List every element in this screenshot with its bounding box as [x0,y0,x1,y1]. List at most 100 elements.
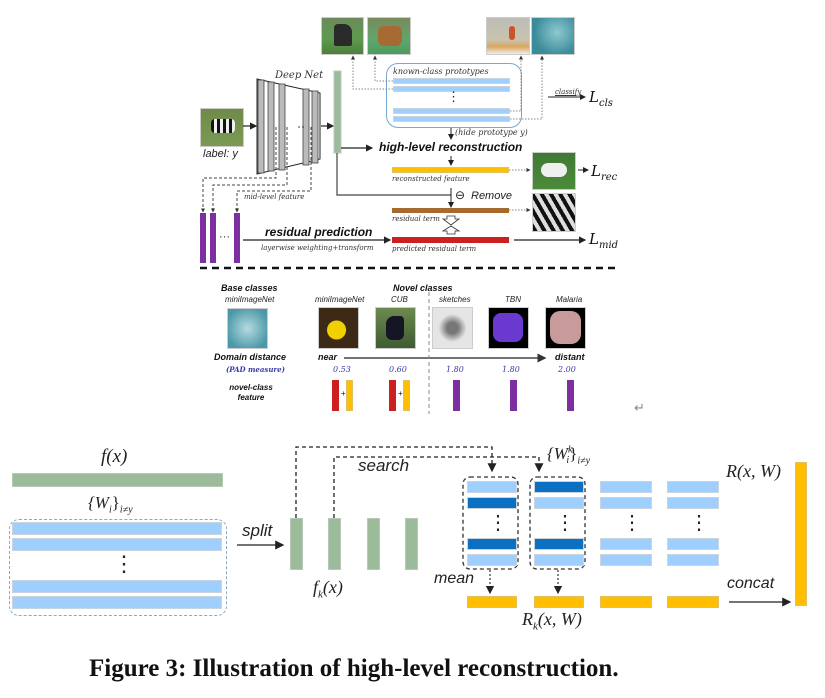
novel-classes-title: Novel classes [393,283,453,293]
mid-feature-bar [234,213,240,263]
pad-value: 2.00 [558,365,576,374]
fk-arg: (x) [322,577,343,597]
R-label: R(x, W) [726,461,781,481]
layerwise-label: layerwise weighting+transform [261,244,374,252]
pad-value: 0.60 [389,365,407,374]
novel-dataset-label: TBN [505,295,521,304]
Wk-close: } [569,444,578,463]
fk-base: f [313,577,319,597]
prototype-bar [393,78,510,84]
W-dots: ⋮ [113,551,135,576]
W-bar [12,522,222,535]
search-label: search [358,456,410,475]
residual-prediction-label: residual prediction [265,225,373,239]
pad-value: 1.80 [446,365,464,374]
plus-sign: + [398,389,403,398]
novel-feature-bar-red [332,380,339,411]
novel-dataset-label: Malaria [556,295,583,304]
remove-label: Remove [471,190,512,202]
base-swimmer-image [227,308,268,349]
predicted-residual-bar [392,237,509,243]
tbn-image [488,307,529,349]
Wk-bar [667,538,719,550]
W-set-cond: i≠y [119,504,133,516]
novel-feature-bar-purple [453,380,460,411]
prototype-bar [393,116,510,122]
fk-bar [290,518,303,570]
Wk-bar-selected [534,481,584,493]
Rk-bar [467,596,517,608]
zebra-stripes-image [532,193,576,232]
novel-dataset-label: sketches [439,295,471,304]
Wk-bar [600,481,652,493]
Wk-bar [600,554,652,566]
sketch-image [432,307,473,349]
residual-term-bar [392,208,509,213]
known-prototypes-label: known-class prototypes [393,67,489,76]
reconstructed-feature-bar [392,167,509,173]
swimmer-image [531,17,575,55]
fk-bar [367,518,380,570]
Rk-bar [667,596,719,608]
dog-image-2 [367,17,411,55]
predicted-residual-label: predicted residual term [392,245,477,253]
Wk-bar [467,554,517,566]
fk-bar [405,518,418,570]
W-set-close: } [111,493,120,512]
Rk-bar [600,596,652,608]
W-set-label: {Wi}i≠y [88,493,133,515]
base-dataset-label: miniImageNet [225,295,275,304]
Rk-arg: (x, W) [537,609,582,629]
Wk-bar [600,538,652,550]
mid-feature-dots: ··· [219,231,230,243]
loss-cls: Lcls [589,88,613,109]
novel-feature-bar-red [389,380,396,411]
fk-bar [328,518,341,570]
novel-dataset-label: CUB [391,295,408,304]
split-label: split [242,521,273,540]
Rk-sub: k [533,620,538,633]
loss-base: L [591,162,601,180]
Wk-bar [667,554,719,566]
novel-feature-label-line2: feature [237,393,265,402]
Rk-base: R [522,609,533,629]
Wk-dots: ⋮ [622,512,642,534]
horse-image [532,152,576,190]
W-set-sub: i [108,504,112,516]
novel-dataset-label: miniImageNet [315,295,365,304]
pad-value: 1.80 [502,365,520,374]
Wk-dots: ⋮ [555,512,575,534]
reconstructed-feature-label: reconstructed feature [392,175,470,183]
novel-feature-label: novel-class feature [226,383,276,403]
Wk-label: {Wki}i≠y [547,444,590,466]
mid-level-feature-label: mid-level feature [244,193,305,201]
bird-image [486,17,530,55]
remove-symbol: ⊖ [455,188,466,202]
base-classes-title: Base classes [221,283,278,293]
pad-value: 0.53 [333,365,351,374]
Wk-bar [667,497,719,509]
Wk-bar [667,481,719,493]
mid-feature-bar [200,213,206,263]
plus-sign: + [341,389,346,398]
Wk-bar [600,497,652,509]
near-label: near [318,352,338,362]
Wk-bar [534,554,584,566]
loss-sub: rec [600,172,618,183]
loss-sub: cls [598,98,613,109]
mid-feature-bar [210,213,216,263]
pad-measure-label: (PAD measure) [226,365,285,374]
dog-image-1 [321,17,364,55]
prototype-bar [393,108,510,114]
zebra-input-image [200,108,244,147]
fk-label: fk(x) [313,577,343,601]
novel-feature-bar-purple [510,380,517,411]
Wk-bar-selected [467,497,517,509]
W-bar [12,580,222,593]
Wk-bar [534,497,584,509]
prototype-box [386,63,522,128]
Wk-sub: i [566,455,570,467]
W-set-base: {W [88,493,109,512]
W-set-box [9,519,227,616]
fk-sub: k [318,588,323,601]
